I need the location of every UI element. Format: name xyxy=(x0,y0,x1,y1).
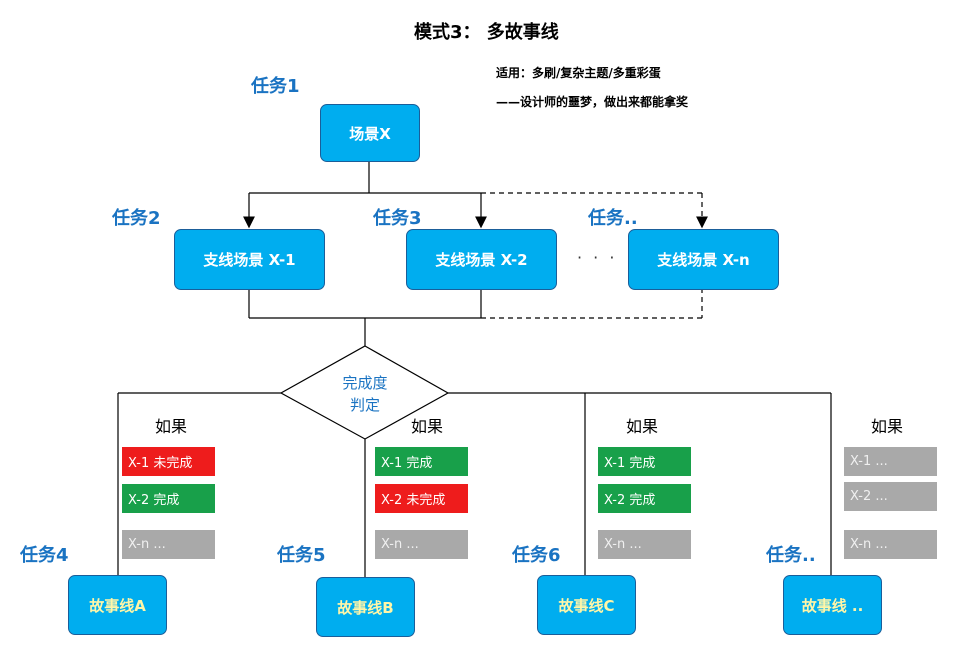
storyline-c: 故事线C xyxy=(537,575,636,635)
scene-root: 场景X xyxy=(320,104,420,162)
usage-note: 适用：多刷/复杂主题/多重彩蛋 xyxy=(496,66,661,80)
branch-ellipsis: · · · xyxy=(577,248,618,267)
if-label-c: 如果 xyxy=(626,417,659,436)
condition-tag: X-1 完成 xyxy=(598,447,691,476)
page-title: 模式3： 多故事线 xyxy=(414,22,559,43)
task-label-6: 任务6 xyxy=(512,545,561,566)
condition-tag: X-1 未完成 xyxy=(122,447,215,476)
condition-tag: X-n ... xyxy=(375,530,468,559)
condition-tag: X-1 ... xyxy=(844,447,937,476)
storyline-more: 故事线 .. xyxy=(783,575,882,635)
task-label-1: 任务1 xyxy=(251,76,300,97)
task-label-4: 任务4 xyxy=(20,545,69,566)
if-label-b: 如果 xyxy=(411,417,444,436)
task-label-2: 任务2 xyxy=(112,208,161,229)
branch-scene-1: 支线场景 X-1 xyxy=(174,229,325,290)
condition-tag: X-1 完成 xyxy=(375,447,468,476)
condition-tag: X-n ... xyxy=(122,530,215,559)
condition-tag: X-2 未完成 xyxy=(375,484,468,513)
task-label-more: 任务.. xyxy=(766,545,816,566)
decision-line-2: 判定 xyxy=(349,396,380,414)
condition-tag: X-n ... xyxy=(844,530,937,559)
decision-label: 完成度 判定 xyxy=(315,372,415,416)
if-label-n: 如果 xyxy=(871,417,904,436)
designer-note: ——设计师的噩梦，做出来都能拿奖 xyxy=(496,95,689,109)
task-label-5: 任务5 xyxy=(277,545,326,566)
condition-tag: X-2 ... xyxy=(844,482,937,511)
condition-tag: X-n ... xyxy=(598,530,691,559)
decision-line-1: 完成度 xyxy=(342,374,388,392)
branch-scene-2: 支线场景 X-2 xyxy=(406,229,557,290)
storyline-b: 故事线B xyxy=(316,577,415,637)
task-label-n: 任务.. xyxy=(588,208,638,229)
if-label-a: 如果 xyxy=(155,417,188,436)
condition-tag: X-2 完成 xyxy=(122,484,215,513)
condition-tag: X-2 完成 xyxy=(598,484,691,513)
branch-scene-n: 支线场景 X-n xyxy=(628,229,779,290)
storyline-a: 故事线A xyxy=(68,575,167,635)
task-label-3: 任务3 xyxy=(373,208,422,229)
